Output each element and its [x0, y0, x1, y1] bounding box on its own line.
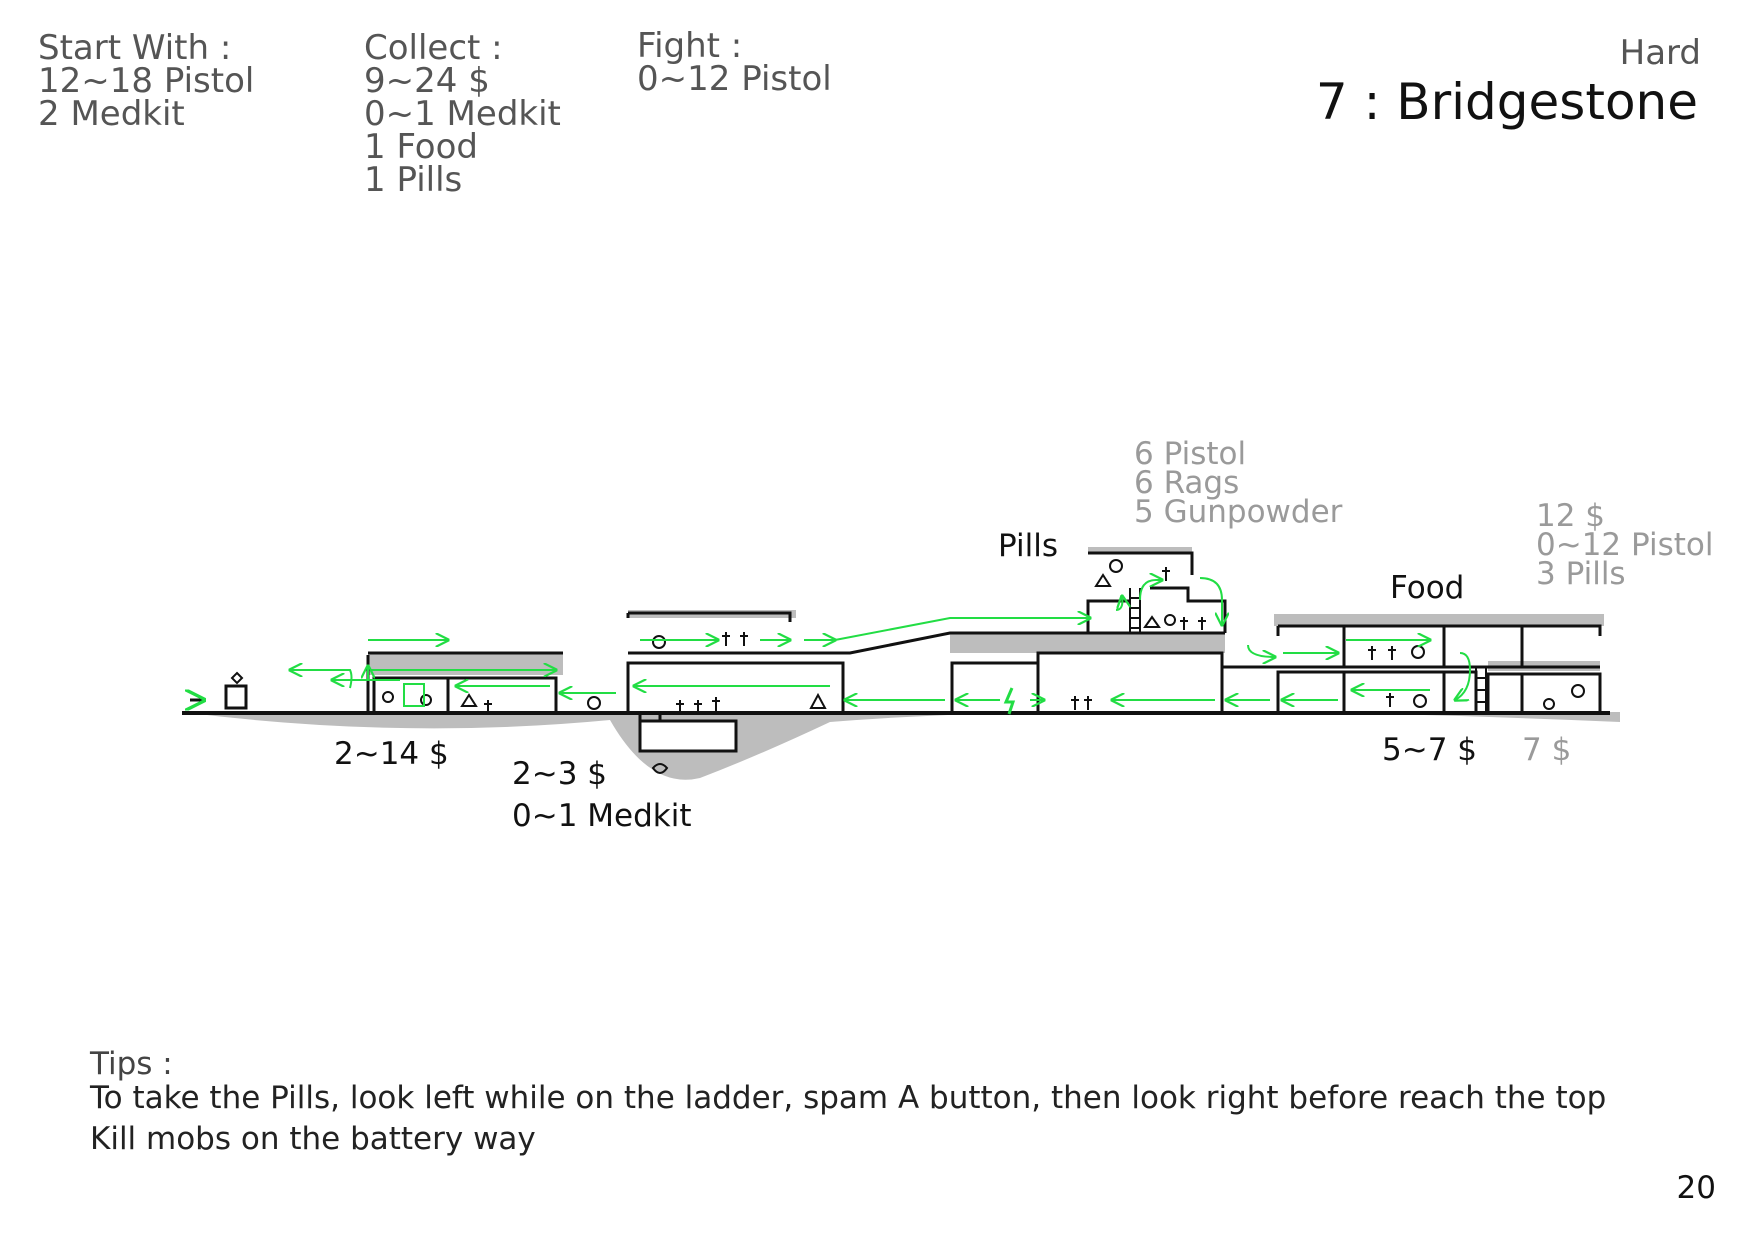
roof-shade: [1274, 614, 1604, 626]
loot-item: 6 Rags: [1134, 465, 1240, 501]
collect-item: 0~1 Medkit: [364, 94, 561, 134]
roof-shade: [950, 633, 1225, 653]
enemy-icons: [484, 567, 1396, 712]
start-with-section: Start With : 12~18 Pistol 2 Medkit: [38, 28, 255, 134]
label-basement-medkit: 0~1 Medkit: [512, 798, 692, 834]
roof-shade: [368, 653, 563, 675]
page-number: 20: [1676, 1170, 1716, 1206]
battery-icon: [403, 683, 1016, 715]
label-pills: Pills: [998, 528, 1059, 564]
route-path: [290, 578, 1472, 700]
level-map: [182, 547, 1620, 780]
loot-item: 12 $: [1536, 498, 1606, 534]
label-money-left: 2~14 $: [334, 736, 449, 772]
collect-item: 1 Food: [364, 127, 478, 167]
label-money-far-right: 7 $: [1522, 732, 1572, 768]
loot-item: 0~12 Pistol: [1536, 527, 1714, 563]
level-title: 7 : Bridgestone: [1315, 73, 1698, 131]
loot-item: 6 Pistol: [1134, 436, 1247, 472]
item-icons: [382, 559, 1585, 774]
start-with-item: 2 Medkit: [38, 94, 185, 134]
start-with-title: Start With :: [38, 28, 232, 68]
loot-item: 5 Gunpowder: [1134, 494, 1343, 530]
basement-room: [638, 719, 738, 753]
label-food: Food: [1390, 570, 1465, 606]
fight-item: 0~12 Pistol: [637, 59, 832, 99]
collect-item: 9~24 $: [364, 61, 490, 101]
collect-title: Collect :: [364, 28, 503, 68]
loot-list-right: 12 $ 0~12 Pistol 3 Pills: [1536, 498, 1714, 592]
difficulty-label: Hard: [1619, 33, 1701, 73]
label-money-right: 5~7 $: [1382, 732, 1477, 768]
tip-line: Kill mobs on the battery way: [90, 1121, 536, 1157]
start-marker: [190, 671, 248, 708]
tips-heading: Tips :: [90, 1046, 173, 1082]
collect-section: Collect : 9~24 $ 0~1 Medkit 1 Food 1 Pil…: [364, 28, 561, 200]
loot-item: 3 Pills: [1536, 556, 1626, 592]
roof-shade: [1088, 547, 1192, 553]
start-with-item: 12~18 Pistol: [38, 61, 255, 101]
tips-section: Tips : To take the Pills, look left whil…: [90, 1046, 1607, 1160]
fight-title: Fight :: [637, 26, 743, 66]
label-basement-money: 2~3 $: [512, 756, 607, 792]
terrain-shade: [182, 711, 1620, 780]
collect-item: 1 Pills: [364, 160, 463, 200]
fight-section: Fight : 0~12 Pistol: [637, 26, 832, 99]
loot-list-top: 6 Pistol 6 Rags 5 Gunpowder: [1134, 436, 1343, 530]
tip-line: To take the Pills, look left while on th…: [90, 1080, 1607, 1116]
